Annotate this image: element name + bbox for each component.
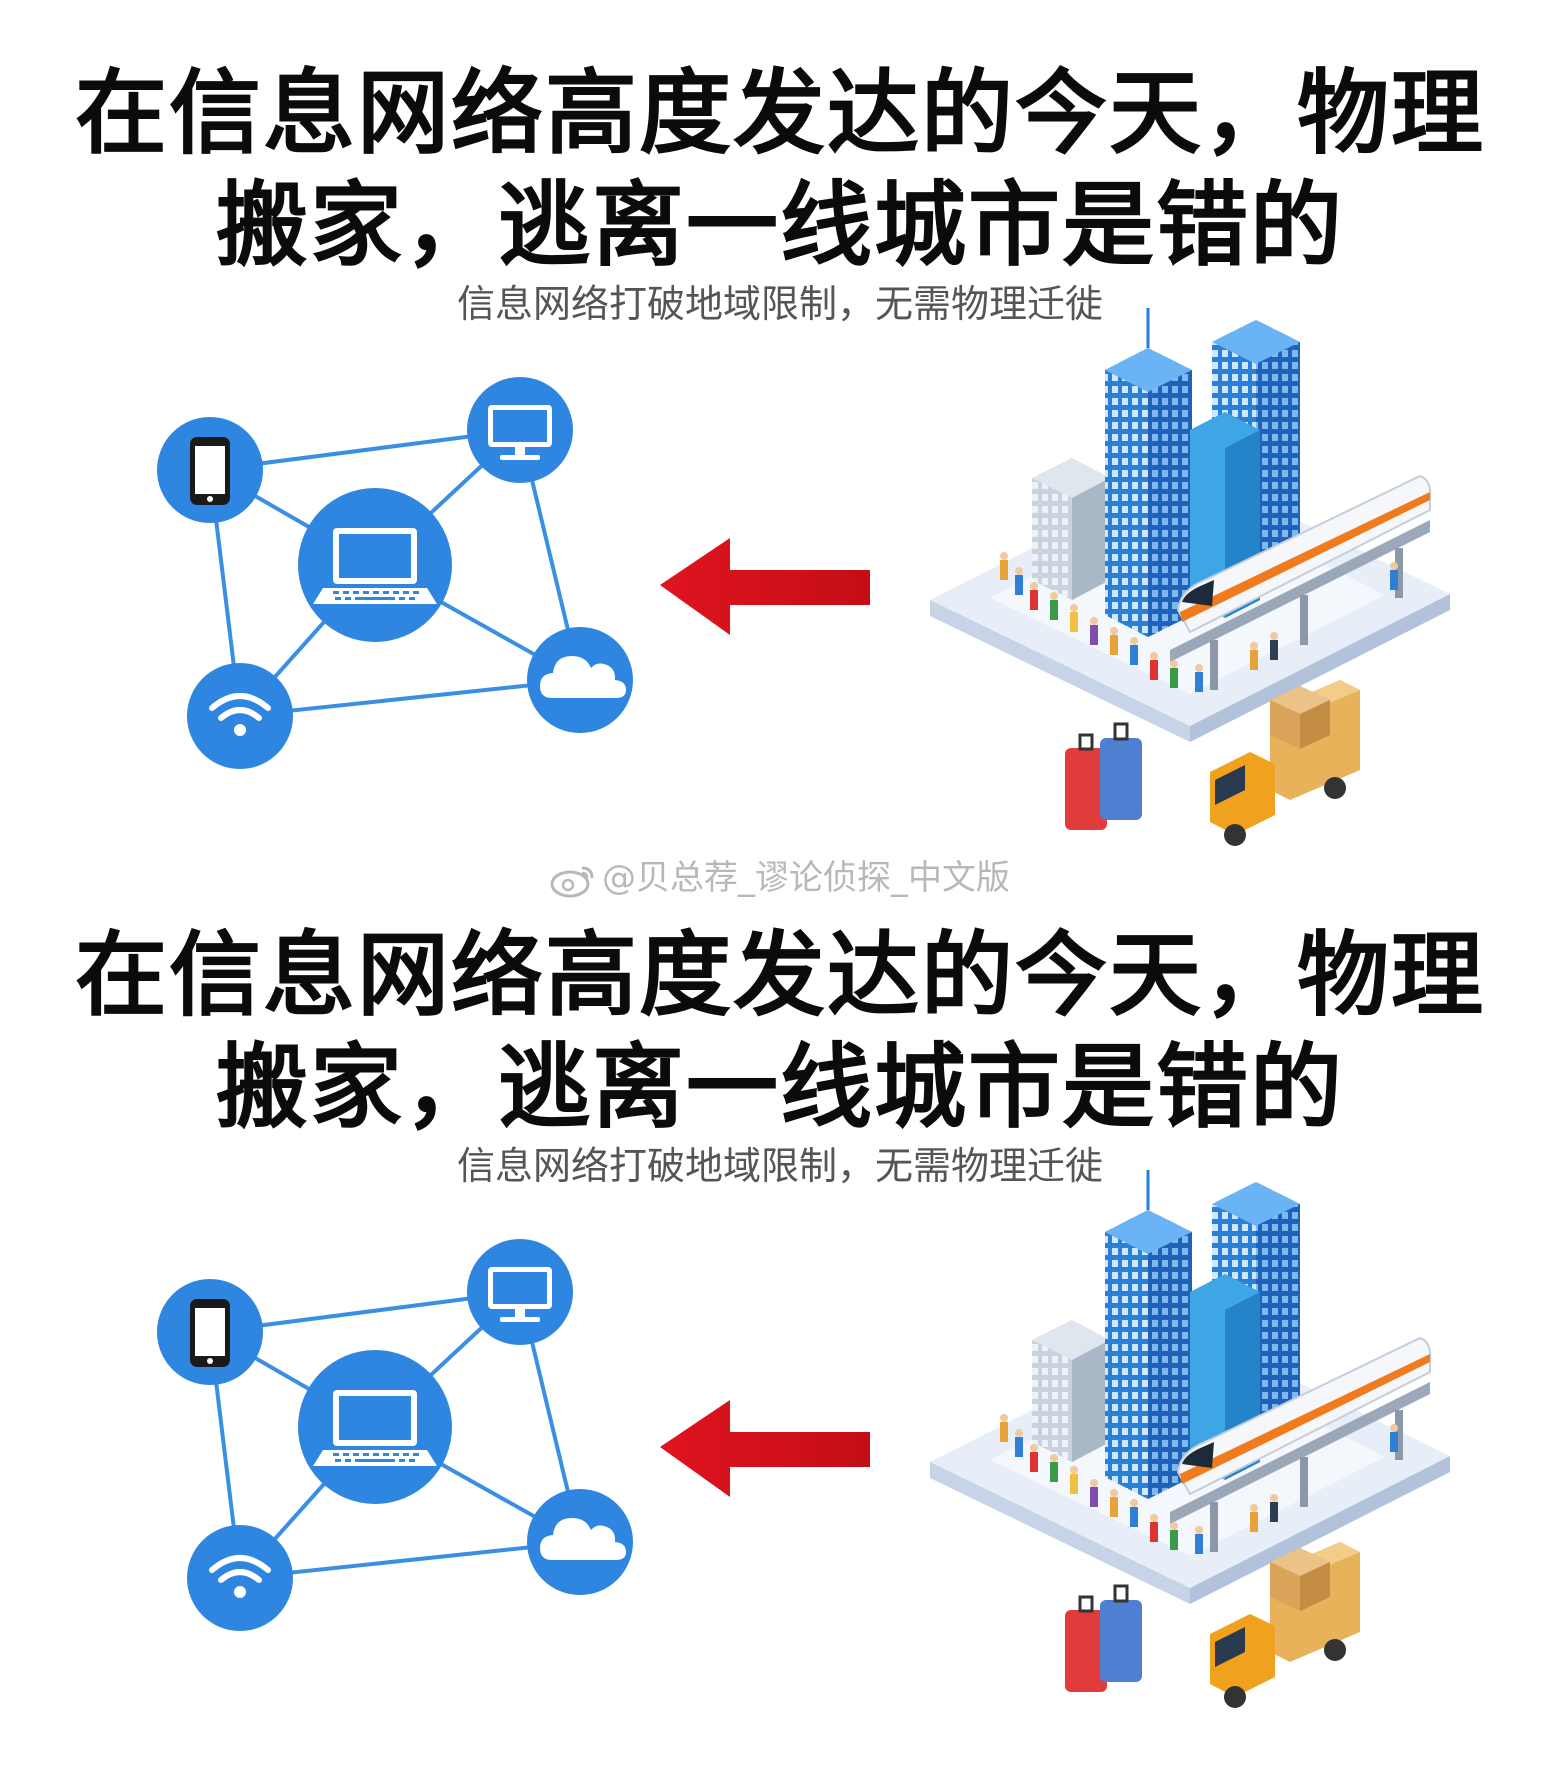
panel-top: 在信息网络高度发达的今天，物理 搬家，逃离一线城市是错的 信息网络打破地域限制，… (0, 0, 1560, 862)
title-line-2: 搬家，逃离一线城市是错的 (215, 1034, 1344, 1141)
page-title: 在信息网络高度发达的今天，物理 搬家，逃离一线城市是错的 (60, 58, 1500, 282)
title-line-1: 在信息网络高度发达的今天，物理 (74, 922, 1485, 1029)
watermark: @贝总荐_谬论侦探_中文版 (0, 858, 1560, 898)
title-line-2: 搬家，逃离一线城市是错的 (215, 172, 1344, 279)
panel-bottom: 在信息网络高度发达的今天，物理 搬家，逃离一线城市是错的 信息网络打破地域限制，… (0, 862, 1560, 1724)
title-line-1: 在信息网络高度发达的今天，物理 (74, 60, 1485, 167)
weibo-logo-icon (550, 866, 594, 897)
watermark-text: @贝总荐_谬论侦探_中文版 (602, 858, 1010, 898)
network-diagram (157, 377, 633, 769)
subtitle: 信息网络打破地域限制，无需物理迁徙 (456, 1144, 1103, 1188)
page-title: 在信息网络高度发达的今天，物理 搬家，逃离一线城市是错的 (60, 920, 1500, 1144)
red-arrow-icon (660, 538, 870, 635)
network-diagram (157, 1239, 633, 1631)
subtitle: 信息网络打破地域限制，无需物理迁徙 (456, 282, 1103, 326)
red-arrow-icon (660, 1400, 870, 1497)
